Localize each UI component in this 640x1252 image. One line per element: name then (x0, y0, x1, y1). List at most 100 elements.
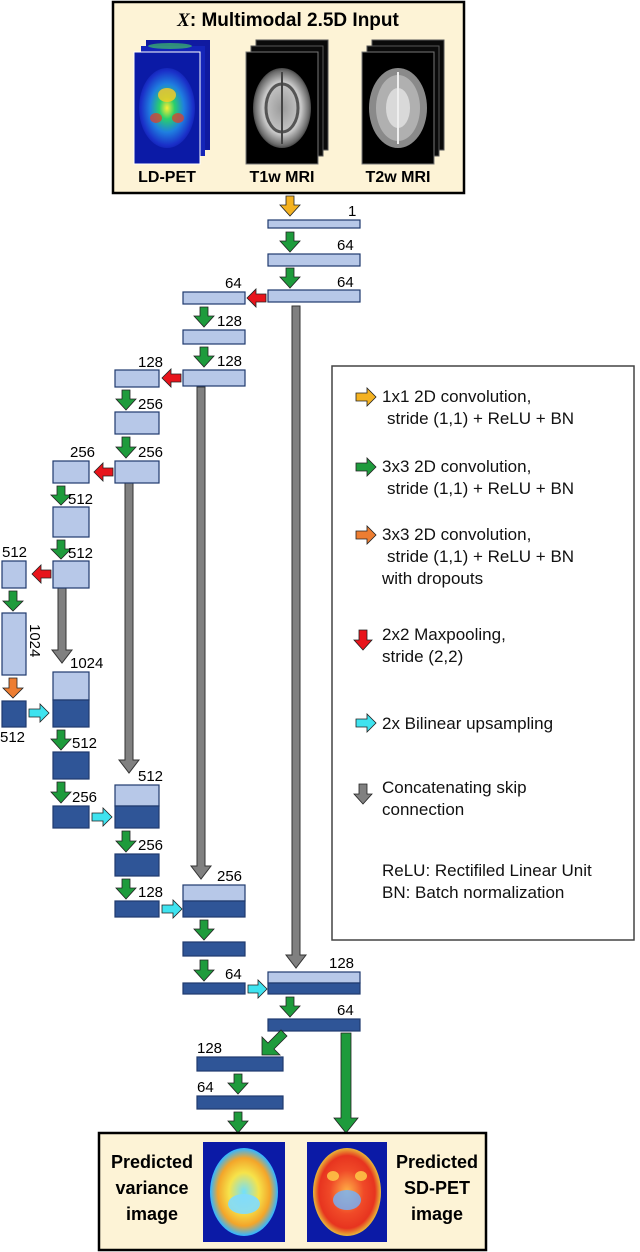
legend-label: Concatenating skip (382, 778, 527, 797)
arrow-maxpool-4 (31, 564, 52, 584)
variance-output-label: image (126, 1204, 178, 1224)
dec2-block-concat-top (182, 884, 246, 902)
dec3-block-a (114, 853, 160, 877)
enc4-block-a (52, 506, 90, 538)
dec4-block-b (52, 805, 90, 829)
arrow-upsample-1 (28, 703, 50, 723)
sd-pet-output-label: Predicted (396, 1152, 478, 1172)
arrow-maxpool-3 (93, 462, 114, 482)
legend-label: stride (1,1) + ReLU + BN (387, 479, 574, 498)
predicted-sd-pet-image (307, 1142, 387, 1242)
channel-label-vertical: 1024 (26, 624, 43, 657)
arrow-conv-enc3-a (115, 389, 137, 411)
arrow-conv-enc2-a (193, 306, 215, 328)
bottleneck-block-in (1, 560, 27, 589)
legend-label: connection (382, 800, 464, 819)
arrow-upsample-2 (91, 807, 113, 827)
output-box-frame (97, 1131, 488, 1252)
enc4-block-b (52, 560, 90, 589)
arrow-conv-enc1-b (279, 267, 301, 289)
arrow-conv-enc4-b (50, 539, 72, 560)
arrow-conv-dec3-b (115, 878, 137, 900)
output-box: Predicted variance image Predicted SD-PE… (97, 1131, 488, 1252)
arrow-conv-enc2-b (193, 346, 215, 368)
channel-label: 64 (337, 237, 354, 254)
channel-label: 64 (225, 275, 242, 292)
legend: 1x1 2D convolution, stride (1,1) + ReLU … (331, 365, 635, 941)
enc3-block-b (114, 460, 160, 484)
channel-label: 1024 (70, 655, 103, 672)
channel-label: 256 (138, 396, 163, 413)
legend-label: stride (1,1) + ReLU + BN (387, 409, 574, 428)
head-block-a (196, 1056, 284, 1072)
arrow-conv-dec2-b (193, 959, 215, 982)
arrow-conv-dec4-a (50, 729, 72, 751)
arrow-conv-head-b (227, 1073, 249, 1095)
arrow-conv-sd-pet-out (333, 1032, 359, 1134)
legend-item-1x1-conv: 1x1 2D convolution, stride (1,1) + ReLU … (355, 387, 574, 428)
bottleneck-block-out (1, 700, 27, 728)
t2w-mri-label: T2w MRI (366, 169, 431, 186)
legend-label: with dropouts (381, 569, 483, 588)
sd-pet-output-label: SD-PET (404, 1178, 470, 1198)
arrow-maxpool-2 (161, 368, 182, 388)
feature-blocks (1, 219, 361, 1110)
legend-item-3x3-conv: 3x3 2D convolution, stride (1,1) + ReLU … (355, 457, 574, 498)
legend-item-skip-connection: Concatenating skip connection (353, 778, 527, 819)
legend-note-relu: ReLU: Rectifiled Linear Unit (382, 861, 592, 880)
channel-labels: 1 64 64 64 128 128 128 256 256 256 512 5… (0, 203, 356, 1096)
channel-label: 128 (217, 353, 242, 370)
legend-dark-orange-arrow-icon (355, 525, 377, 545)
enc2-block-b (182, 369, 246, 387)
arrow-conv-dec2-a (193, 919, 215, 941)
channel-label: 128 (217, 313, 242, 330)
dec3-block-concat-bottom (114, 805, 160, 829)
channel-label: 64 (337, 274, 354, 291)
legend-label: stride (2,2) (382, 647, 463, 666)
channel-label: 256 (70, 444, 95, 461)
channel-label: 64 (337, 1002, 354, 1019)
dec2-block-b (182, 982, 246, 995)
arrow-conv-dec4-b (50, 781, 72, 804)
skip-connection-level-2 (189, 386, 213, 880)
arrow-conv-enc4-a (50, 485, 72, 506)
input-box-title: X: Multimodal 2.5D Input (176, 10, 399, 31)
head-block-b (196, 1095, 284, 1110)
input-box: X: Multimodal 2.5D Input LD-PET T1w MRI (111, 0, 466, 195)
dec4-block-concat-bottom (52, 699, 90, 728)
legend-label: 3x3 2D convolution, (382, 525, 531, 544)
dec1-block-a (267, 1018, 361, 1032)
legend-cyan-arrow-icon (355, 713, 377, 733)
arrow-conv-head-out (227, 1111, 249, 1134)
dec4-block-concat-top (52, 671, 90, 701)
dec3-block-concat-top (114, 784, 160, 807)
legend-gray-arrow-icon (353, 783, 373, 805)
legend-green-arrow-icon (355, 457, 377, 477)
enc2-block-a (182, 329, 246, 345)
t2w-mri-image-stack (361, 39, 445, 165)
skip-connection-level-4 (50, 587, 74, 664)
channel-label: 128 (197, 1040, 222, 1057)
channel-label: 256 (217, 868, 242, 885)
channel-label: 256 (72, 789, 97, 806)
legend-item-upsampling: 2x Bilinear upsampling (355, 713, 553, 733)
legend-red-arrow-icon (353, 629, 373, 651)
channel-label: 128 (138, 354, 163, 371)
channel-label: 512 (138, 768, 163, 785)
dec3-block-b (114, 900, 160, 918)
variance-output-label: variance (115, 1178, 188, 1198)
arrow-conv-enc1-a (279, 231, 301, 253)
legend-item-3x3-conv-dropout: 3x3 2D convolution, stride (1,1) + ReLU … (355, 525, 574, 588)
dec2-block-concat-bottom (182, 900, 246, 918)
arrow-conv-dec3-a (115, 830, 137, 853)
arrow-conv-dec1-a (279, 996, 301, 1018)
skip-connection-level-1 (284, 305, 308, 969)
channel-label: 128 (329, 955, 354, 972)
legend-label: stride (1,1) + ReLU + BN (387, 547, 574, 566)
enc1-block-a (267, 253, 361, 267)
legend-note-bn: BN: Batch normalization (382, 883, 564, 902)
arrow-conv-head-diagonal (261, 1029, 288, 1056)
arrow-conv-dropout (2, 677, 24, 699)
channel-label: 512 (68, 545, 93, 562)
